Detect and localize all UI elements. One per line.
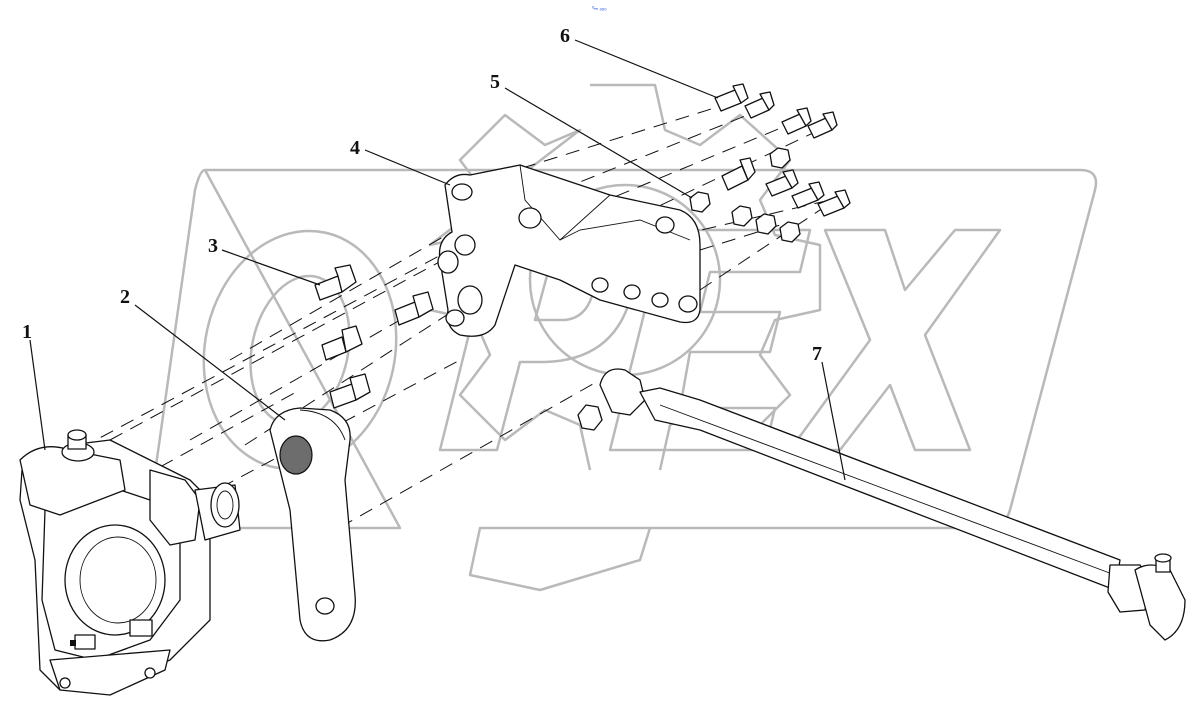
callout-2: 2 (120, 286, 130, 308)
bolt (314, 264, 357, 301)
top-mark: ᵒₘ ₒₒₒ (592, 6, 607, 12)
bolt (721, 157, 756, 191)
bolt (329, 373, 371, 409)
bolt (791, 181, 825, 209)
watermark-letter-x (788, 228, 1002, 452)
callout-1: 1 (22, 321, 32, 343)
bolt (781, 107, 812, 135)
part-7-tie-rod (577, 368, 1186, 641)
bolt (321, 325, 363, 361)
assembly-lines (39, 99, 836, 551)
part-5-nuts (689, 147, 801, 243)
callout-4: 4 (350, 137, 360, 159)
part-2-pitman-arm (269, 407, 356, 642)
callout-7: 7 (812, 343, 822, 365)
part-6-bolts (714, 83, 851, 217)
callouts: 1 2 3 4 5 6 7 (22, 25, 846, 481)
callout-5: 5 (490, 71, 500, 93)
bolt (394, 291, 434, 326)
watermark-letter-o (202, 229, 398, 471)
part-1-steering-gear (19, 429, 241, 696)
callout-6: 6 (560, 25, 570, 47)
bolt (807, 111, 838, 139)
part-4-bracket (437, 164, 701, 337)
bolt (817, 189, 851, 217)
bolt (714, 83, 749, 112)
part-3-bolts (314, 264, 434, 409)
bolt (744, 91, 775, 119)
watermark-letter-e (608, 228, 812, 452)
bolt (765, 169, 799, 197)
callout-3: 3 (208, 235, 218, 257)
